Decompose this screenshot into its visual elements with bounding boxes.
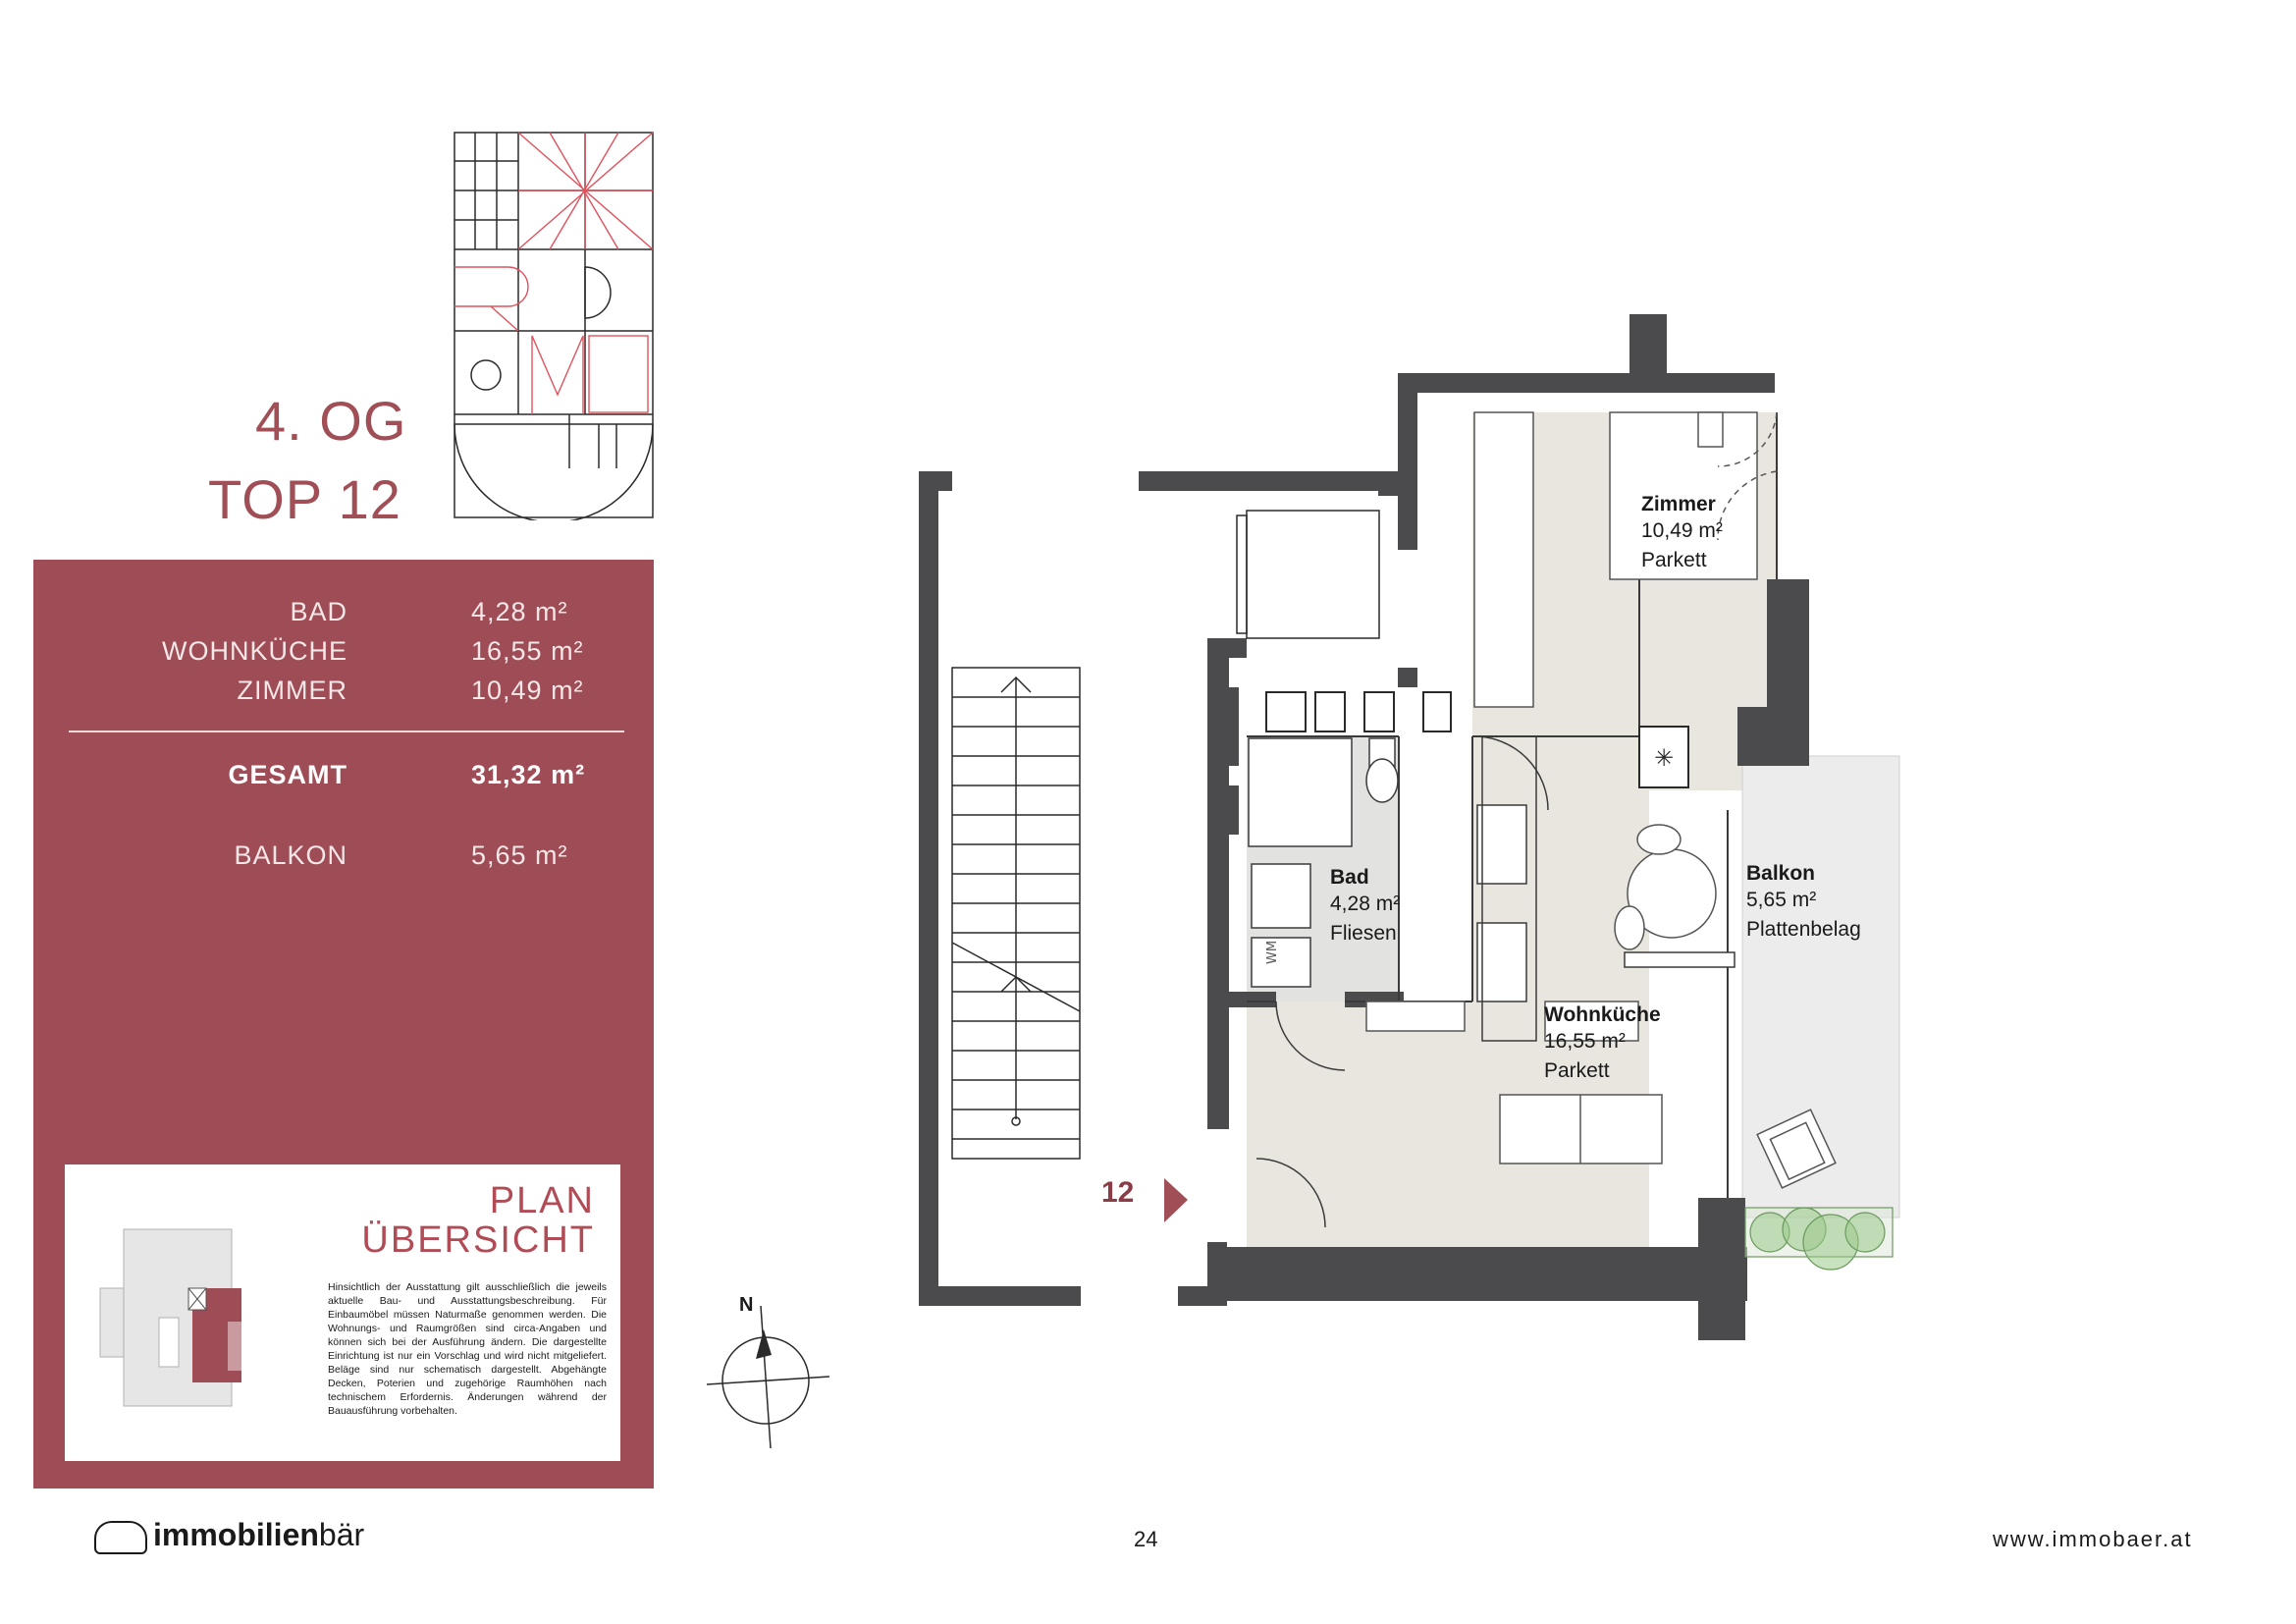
brand-mark-logo: [454, 132, 654, 520]
north-label: N: [739, 1294, 754, 1316]
brand-name-regular: immobilien: [153, 1517, 319, 1552]
room-wohnkueche-area: 16,55 m²: [1544, 1030, 1626, 1053]
area-label-balkon: BALKON: [234, 840, 347, 870]
bear-icon: [94, 1520, 147, 1554]
area-value-balkon: 5,65 m²: [471, 840, 568, 870]
room-balkon-area: 5,65 m²: [1746, 889, 1817, 911]
stairs: [951, 491, 1139, 1286]
area-value-wohnkueche: 16,55 m²: [471, 636, 584, 666]
room-bad-name: Bad: [1330, 866, 1369, 889]
brand-name-bold: bär: [318, 1517, 365, 1552]
room-wohnkueche-floor: Parkett: [1544, 1059, 1610, 1082]
room-zimmer: Zimmer 10,49 m² Parkett: [1641, 493, 1723, 575]
room-balkon: Balkon 5,65 m² Plattenbelag: [1746, 862, 1861, 945]
page-number: 24: [1134, 1527, 1158, 1551]
room-zimmer-area: 10,49 m²: [1641, 519, 1723, 542]
room-balkon-floor: Plattenbelag: [1746, 918, 1861, 941]
area-value-zimmer: 10,49 m²: [471, 676, 584, 705]
floor-title: 4. OG: [255, 390, 407, 452]
area-label-total: GESAMT: [228, 760, 347, 789]
unit-prefix: TOP: [208, 468, 323, 530]
svg-text:WM: WM: [1265, 941, 1280, 964]
room-zimmer-floor: Parkett: [1641, 549, 1707, 571]
room-bad: Bad 4,28 m² Fliesen: [1330, 866, 1400, 948]
disclaimer-text: Hinsichtlich der Ausstattung gilt aussch…: [328, 1281, 607, 1417]
area-value-bad: 4,28 m²: [471, 597, 568, 626]
parquet-corridor: [1247, 1001, 1472, 1267]
unit-title: TOP 12: [208, 467, 401, 531]
area-label-wohnkueche: WOHNKÜCHE: [162, 636, 347, 666]
compass-north-icon: [707, 1305, 830, 1449]
website-link[interactable]: www.immobaer.at: [1993, 1527, 2193, 1551]
floor-plan: ✳ WM: [919, 314, 1900, 1340]
brand-logo: immobilienbär: [94, 1517, 364, 1554]
svg-text:✳: ✳: [1654, 744, 1674, 772]
unit-number: 12: [338, 468, 401, 530]
entry-arrow-icon: [1164, 1178, 1188, 1222]
room-bad-floor: Fliesen: [1330, 922, 1397, 945]
room-bad-area: 4,28 m²: [1330, 893, 1401, 915]
area-label-bad: BAD: [290, 597, 347, 626]
area-value-total: 31,32 m²: [471, 760, 586, 789]
area-summary-panel: BAD 4,28 m² WOHNKÜCHE 16,55 m² ZIMMER 10…: [33, 560, 654, 1489]
room-balkon-name: Balkon: [1746, 862, 1816, 885]
unit-entry-label: 12: [1101, 1176, 1135, 1209]
room-wohnkueche-name: Wohnküche: [1544, 1003, 1661, 1026]
overview-title-line1: PLAN: [489, 1180, 595, 1221]
walls: [919, 314, 1809, 1340]
area-divider: [69, 731, 624, 732]
room-wohnkueche: Wohnküche 16,55 m² Parkett: [1544, 1003, 1661, 1086]
plan-overview-box: PLAN ÜBERSICHT Hinsichtlich der Ausstatt…: [65, 1164, 620, 1461]
overview-title-line2: ÜBERSICHT: [361, 1219, 595, 1261]
area-label-zimmer: ZIMMER: [237, 676, 347, 705]
room-zimmer-name: Zimmer: [1641, 493, 1716, 515]
site-overview-diagram: [99, 1228, 241, 1407]
